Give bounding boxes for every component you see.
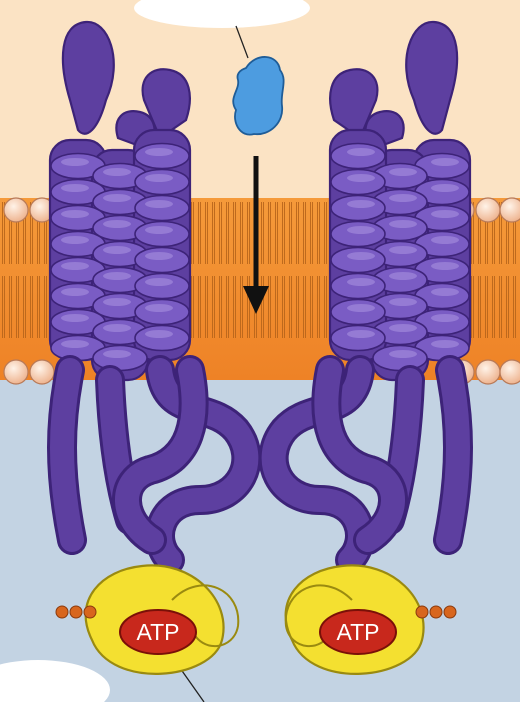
helix-highlight [431,288,459,296]
helix-highlight [431,262,459,270]
phosphate-group [84,606,96,618]
helix-highlight [389,298,417,306]
cytoplasmic-coil [448,370,458,540]
helix-highlight [347,200,375,208]
helix-highlight [431,314,459,322]
helix-highlight [347,252,375,260]
helix-turn [135,144,189,169]
helix-turn [331,248,385,273]
helix-highlight [347,330,375,338]
helix-highlight [103,246,131,254]
helix-highlight [61,288,89,296]
lipid-head-top [476,198,500,222]
helix-turn [331,170,385,195]
helix-highlight [389,220,417,228]
phosphate-group [416,606,428,618]
helix-highlight [103,272,131,280]
helix-turn [93,346,147,371]
helix-highlight [431,210,459,218]
helix-highlight [347,226,375,234]
lipid-head-bottom [476,360,500,384]
helix-turn [331,274,385,299]
lipid-head-bottom [500,360,520,384]
helix-highlight [61,236,89,244]
helix-highlight [347,174,375,182]
helix-highlight [389,194,417,202]
phosphate-group [56,606,68,618]
phosphate-group [70,606,82,618]
helix-highlight [347,278,375,286]
helix-highlight [145,304,173,312]
helix-highlight [103,168,131,176]
helix-highlight [145,330,173,338]
helix-highlight [145,148,173,156]
atp-label: ATP [136,619,179,645]
helix-highlight [61,314,89,322]
helix-turn [331,144,385,169]
lipid-head-bottom [4,360,28,384]
helix-highlight [347,304,375,312]
helix-highlight [145,252,173,260]
helix-turn [331,326,385,351]
lipid-head-bottom [30,360,54,384]
helix-turn [135,222,189,247]
helix-highlight [61,262,89,270]
helix-highlight [103,324,131,332]
atp-label: ATP [336,619,379,645]
helix-highlight [145,278,173,286]
helix-turn [135,274,189,299]
helix-highlight [61,210,89,218]
helix-turn [135,196,189,221]
helix-turn [331,196,385,221]
helix-highlight [145,226,173,234]
helix-highlight [389,350,417,358]
helix-highlight [145,174,173,182]
phosphate-group [430,606,442,618]
helix-highlight [61,184,89,192]
helix-turn [135,300,189,325]
helix-highlight [103,194,131,202]
helix-highlight [61,158,89,166]
helix-highlight [389,272,417,280]
helix-highlight [61,340,89,348]
helix-highlight [103,350,131,358]
helix-highlight [145,200,173,208]
lipid-head-top [4,198,28,222]
helix-highlight [431,184,459,192]
helix-turn [135,326,189,351]
helix-turn [373,346,427,371]
helix-turn [135,170,189,195]
helix-highlight [389,324,417,332]
helix-highlight [103,298,131,306]
helix-highlight [103,220,131,228]
helix-highlight [389,168,417,176]
helix-turn [331,222,385,247]
lipid-head-top [500,198,520,222]
helix-turn [135,248,189,273]
helix-highlight [431,158,459,166]
cytoplasmic-coil [62,370,72,540]
helix-highlight [347,148,375,156]
phosphate-group [444,606,456,618]
helix-highlight [389,246,417,254]
helix-turn [331,300,385,325]
helix-highlight [431,236,459,244]
helix-highlight [431,340,459,348]
